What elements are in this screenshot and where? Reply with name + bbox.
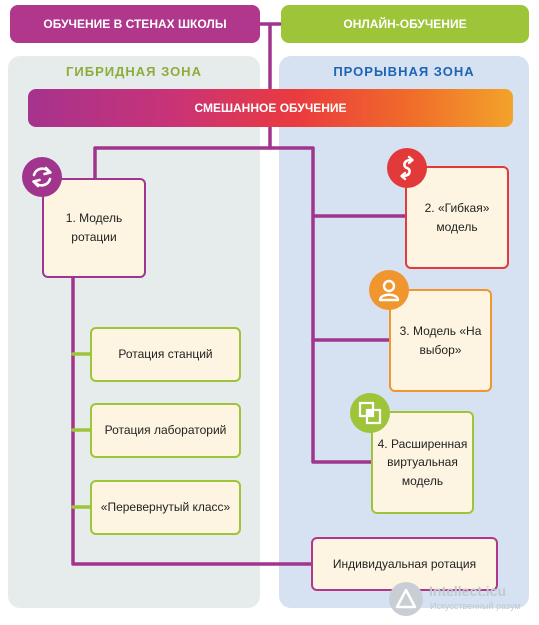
header-connector	[258, 22, 283, 91]
watermark-logo-icon	[389, 582, 423, 616]
lab-rotation-box: Ротация лабораторий	[90, 403, 241, 458]
s-arrows-icon	[387, 148, 427, 188]
flex-model-box: 2. «Гибкая» модель	[405, 166, 509, 269]
overlapping-squares-icon	[350, 393, 390, 433]
flipped-classroom-box: «Перевернутый класс»	[90, 480, 241, 535]
station-rotation-box: Ротация станций	[90, 327, 241, 382]
blended-learning-bar: СМЕШАННОЕ ОБУЧЕНИЕ	[28, 89, 513, 127]
rotation-trunk	[71, 276, 313, 566]
watermark-name: Intellect.icu	[429, 583, 507, 599]
choice-model-box: 3. Модель «На выбор»	[389, 289, 492, 392]
online-learning-pill: ОНЛАЙН-ОБУЧЕНИЕ	[281, 5, 529, 43]
enriched-virtual-model-box: 4. Расширенная виртуальная модель	[371, 411, 474, 514]
person-icon	[369, 270, 409, 310]
watermark-tagline: Искусственный разум	[430, 601, 521, 611]
rotation-model-box: 1. Модель ротации	[42, 178, 146, 278]
school-learning-pill: ОБУЧЕНИЕ В СТЕНАХ ШКОЛЫ	[10, 5, 260, 43]
breakthrough-zone-title: ПРОРЫВНАЯ ЗОНА	[333, 64, 475, 79]
rotate-arrows-icon	[22, 157, 62, 197]
main-branch	[93, 146, 373, 464]
hybrid-zone-title: ГИБРИДНАЯ ЗОНА	[66, 64, 202, 79]
